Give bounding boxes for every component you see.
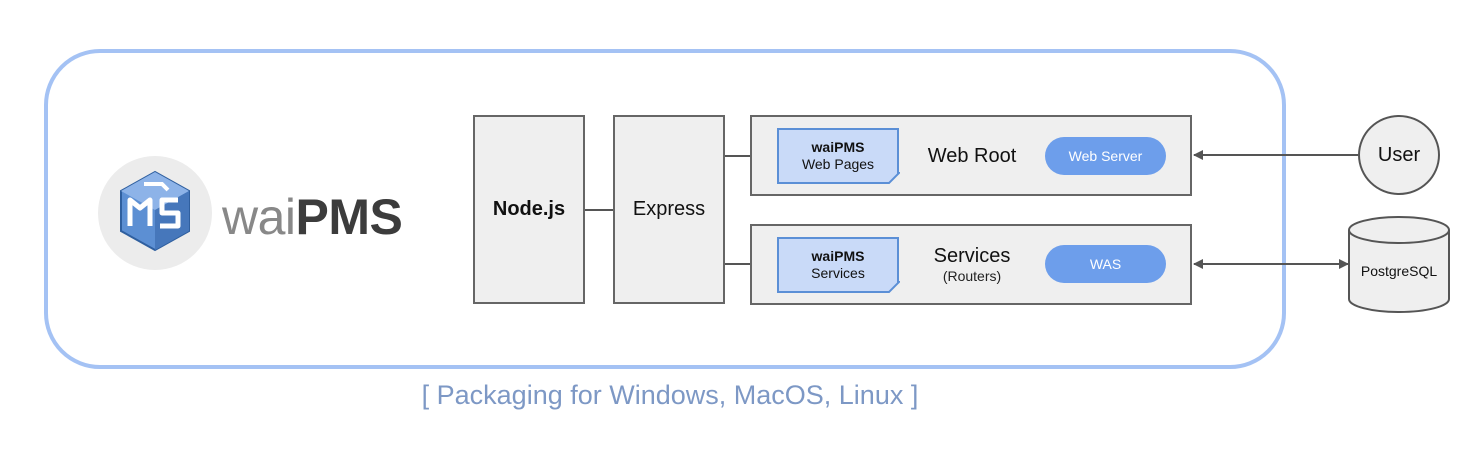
- services-doc-title: waiPMS: [811, 248, 865, 264]
- services-document: waiPMS Services: [777, 237, 899, 293]
- packaging-frame: [44, 49, 1286, 369]
- doc-fold-icon: [888, 281, 900, 293]
- web-pages-document: waiPMS Web Pages: [777, 128, 899, 184]
- express-box: Express: [613, 115, 725, 304]
- services-doc-subtitle: Services: [811, 265, 865, 281]
- webroot-label: Web Root: [927, 145, 1017, 167]
- doc-fold-icon: [888, 172, 900, 184]
- user-node: User: [1358, 115, 1440, 195]
- logo-text-pms: PMS: [295, 189, 403, 245]
- waipms-logo-icon: [120, 170, 190, 252]
- services-label: Services: [933, 245, 1011, 267]
- web-server-pill: Web Server: [1045, 137, 1166, 175]
- logo-text-wai: wai: [222, 189, 296, 245]
- database-icon: [1348, 216, 1450, 313]
- web-pages-doc-subtitle: Web Pages: [801, 156, 875, 172]
- logo-wordmark: waiPMS: [222, 188, 403, 246]
- services-sublabel: (Routers): [942, 268, 1002, 284]
- database-label: PostgreSQL: [1360, 263, 1438, 279]
- was-pill: WAS: [1045, 245, 1166, 283]
- packaging-caption: [ Packaging for Windows, MacOS, Linux ]: [421, 380, 919, 410]
- web-pages-doc-title: waiPMS: [811, 139, 865, 155]
- nodejs-box: Node.js: [473, 115, 585, 304]
